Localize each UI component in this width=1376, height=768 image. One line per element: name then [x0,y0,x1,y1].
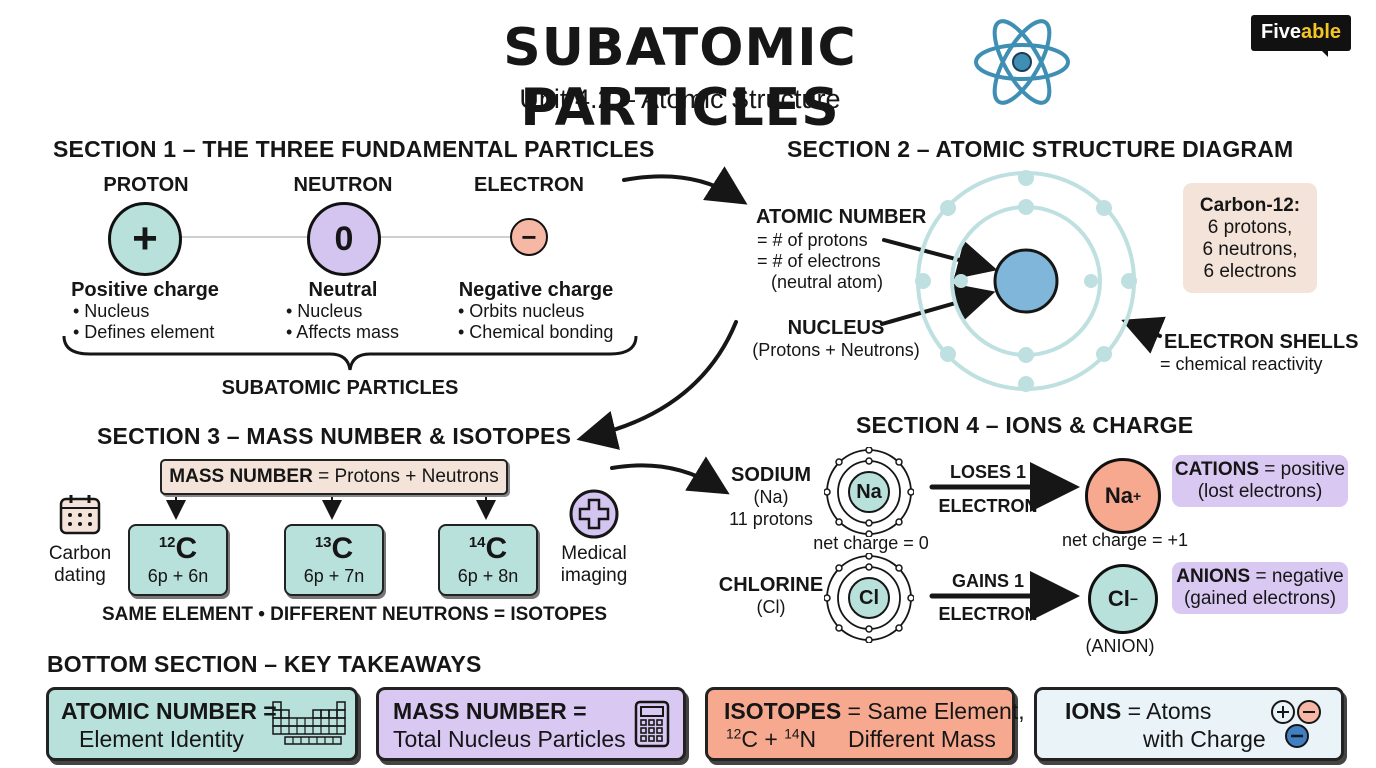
neutron-circle: 0 [307,202,381,276]
arrow-shells [1121,316,1166,354]
anion-label: (ANION) [1085,636,1155,656]
loses-electron-label: ELECTRON [938,496,1038,516]
charge-icon [1271,700,1321,748]
group-label: SUBATOMIC PARTICLES [221,377,459,399]
electron-charge: Negative charge [458,279,614,301]
sodium-net-charge: net charge = 0 [813,533,929,553]
electron-fact-2: • Chemical bonding [458,322,614,342]
isotope-c14: 14C 6p + 8n [438,524,538,596]
atomic-number-title: ATOMIC NUMBER [756,206,927,228]
nucleus-line: (Protons + Neutrons) [752,340,920,360]
arrow-nucleus [880,283,996,326]
isotope-c12: 12C 6p + 6n [128,524,228,596]
atomic-number-line-1: = # of protons [757,230,868,250]
carbon-dating-line-1: Carbon [48,543,112,564]
proton-fact-1: • Nucleus [73,301,150,321]
shells-title: ELECTRON SHELLS [1164,331,1359,353]
sodium-atom-symbol: Na [856,481,882,503]
anions-box: ANIONS = negative (gained electrons) [1172,562,1348,614]
neutron-fact-1: • Nucleus [286,301,363,321]
takeaway-isotopes: ISOTOPES = Same Element, 12C + 14N Diffe… [705,687,1025,761]
atom-diagram [915,170,1137,392]
neutron-fact-2: • Affects mass [286,322,400,342]
takeaway-mass-number: MASS NUMBER = Total Nucleus Particles [376,687,686,761]
sodium-protons: 11 protons [729,509,813,529]
gains-label: GAINS 1 [951,571,1025,591]
plus-icon: + [132,214,158,263]
isotopes-footer: SAME ELEMENT • DIFFERENT NEUTRONS = ISOT… [102,604,608,625]
fiveable-logo[interactable]: Fiveable [1251,15,1352,51]
carbon-12-electrons: 6 electrons [1203,261,1297,282]
bottom-heading: BOTTOM SECTION – KEY TAKEAWAYS [47,651,482,677]
periodic-table-icon [272,701,346,745]
atomic-number-line-2: = # of electrons [757,251,881,271]
medical-imaging-line-1: Medical [561,543,627,564]
chloride-ion-circle: Cl− [1088,564,1158,634]
mass-number-formula: MASS NUMBER = Protons + Neutrons [160,459,508,495]
sodium-symbol: (Na) [753,487,789,507]
gains-electron-label: ELECTRON [938,604,1038,624]
calculator-icon [634,700,670,748]
page-subtitle: Unit 4.2 – Atomic Structure [519,84,841,114]
proton-label: PROTON [103,174,189,196]
shells-line: = chemical reactivity [1160,354,1323,374]
proton-circle: + [108,202,182,276]
nucleus-circle [993,248,1059,314]
electron-circle: − [510,218,548,256]
takeaway-ions: IONS = Atoms with Charge [1034,687,1344,761]
calendar-icon [59,495,101,535]
zero-icon: 0 [334,219,354,258]
carbon-12-neutrons: 6 neutrons, [1202,239,1298,260]
arrow-sec1-sec2 [622,166,748,205]
nucleus-title: NUCLEUS [787,317,885,339]
takeaway-atomic-number: ATOMIC NUMBER = Element Identity [46,687,358,761]
carbon-12-box: Carbon-12: 6 protons, 6 neutrons, 6 elec… [1183,183,1317,293]
electron-fact-1: • Orbits nucleus [458,301,585,321]
chlorine-atom-symbol: Cl [859,587,879,609]
atom-icon [974,19,1070,105]
sodium-atom-diagram [824,447,914,537]
arrow-sec3-sec4 [610,456,730,495]
section2-heading: SECTION 2 – ATOMIC STRUCTURE DIAGRAM [787,136,1294,162]
section3-heading: SECTION 3 – MASS NUMBER & ISOTOPES [97,423,572,449]
carbon-12-title: Carbon-12: [1199,195,1301,216]
loses-label: LOSES 1 [949,462,1027,482]
section4-heading: SECTION 4 – IONS & CHARGE [856,412,1194,438]
sodium-name: SODIUM [731,464,811,486]
minus-icon: − [521,221,537,252]
section1-heading: SECTION 1 – THE THREE FUNDAMENTAL PARTIC… [53,136,655,162]
logo-tail [1318,47,1328,57]
arrow-atomic-number [882,238,998,280]
electron-label: ELECTRON [474,174,584,196]
page-title: SUBATOMIC PARTICLES [503,18,857,138]
proton-fact-2: • Defines element [73,322,215,342]
carbon-12-protons: 6 protons, [1207,217,1293,238]
proton-charge: Positive charge [71,279,219,301]
chlorine-atom-diagram [824,553,914,643]
chlorine-name: CHLORINE [718,574,824,596]
isotope-c13: 13C 6p + 7n [284,524,384,596]
medical-imaging-line-2: imaging [560,565,628,586]
arrow-sec2-sec3 [576,320,738,450]
carbon-dating-line-2: dating [54,565,106,586]
cations-box: CATIONS = positive (lost electrons) [1172,455,1348,507]
neutron-charge: Neutral [308,279,378,301]
neutron-label: NEUTRON [293,174,393,196]
atomic-number-line-3: (neutral atom) [771,272,884,292]
chlorine-symbol: (Cl) [756,597,786,617]
sodium-ion-circle: Na+ [1085,458,1161,534]
group-brace [62,335,638,371]
medical-cross-icon [569,489,619,539]
sodium-ion-net-charge: net charge = +1 [1061,530,1189,550]
